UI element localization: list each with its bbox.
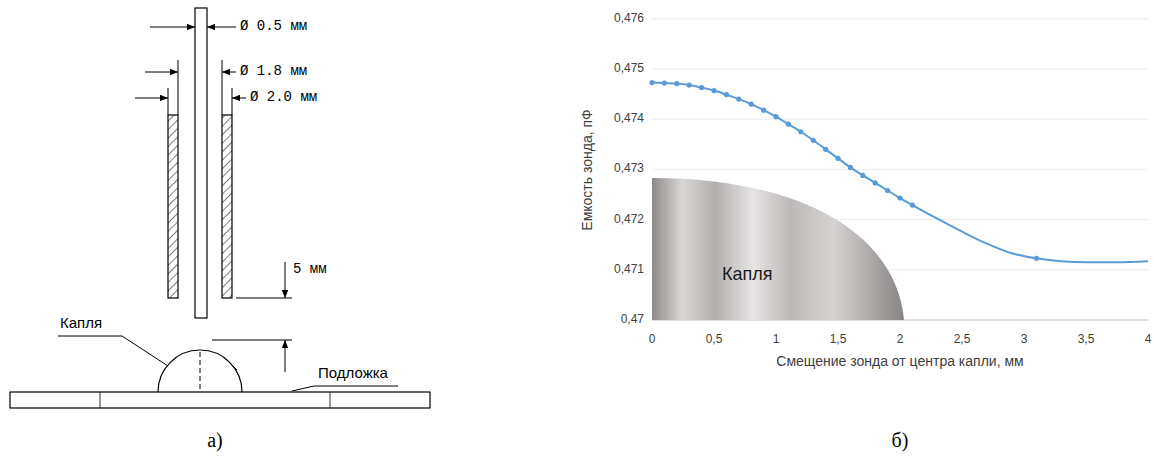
- leader-line: [292, 386, 398, 391]
- leader-line: [58, 336, 168, 366]
- grid-line: [652, 18, 1148, 19]
- droplet-shape: Капля: [652, 178, 904, 320]
- data-marker: [711, 88, 716, 93]
- data-marker: [699, 85, 704, 90]
- data-marker: [897, 195, 902, 200]
- data-marker: [798, 129, 803, 134]
- data-marker: [749, 102, 754, 107]
- data-marker: [1034, 256, 1039, 261]
- y-axis-title: Емкость зонда, пФ: [580, 109, 595, 230]
- dimension-label: 5 мм: [293, 262, 327, 277]
- y-tick-label: 0,475: [614, 62, 644, 75]
- dimension-label: Ø 1.8 мм: [240, 64, 307, 79]
- sleeve-wall: [222, 115, 232, 298]
- data-marker: [687, 82, 692, 87]
- data-marker: [761, 108, 766, 113]
- x-tick-label: 2: [897, 333, 904, 346]
- probe-rod: [195, 8, 207, 318]
- tick-mark: [100, 392, 101, 408]
- x-tick-label: 0: [649, 333, 656, 346]
- dimension-label: Ø 0.5 мм: [240, 19, 307, 34]
- figure-caption: а): [207, 429, 223, 451]
- data-marker: [724, 92, 729, 97]
- grid-line: [652, 119, 1148, 120]
- x-tick-label: 1,5: [830, 333, 847, 346]
- y-tick-label: 0,474: [614, 113, 644, 126]
- data-marker: [835, 156, 840, 161]
- y-tick-label: 0,472: [614, 213, 644, 226]
- part-label: Капля: [60, 315, 102, 332]
- tick-mark: [330, 392, 331, 408]
- data-marker: [811, 138, 816, 143]
- data-marker: [885, 188, 890, 193]
- x-tick-label: 3: [1021, 333, 1028, 346]
- data-marker: [848, 165, 853, 170]
- part-label: Подложка: [318, 365, 388, 382]
- x-tick-label: 1: [773, 333, 780, 346]
- grid-line: [652, 69, 1148, 70]
- y-tick-label: 0,476: [614, 12, 644, 25]
- dimension-label: Ø 2.0 мм: [250, 90, 317, 105]
- x-tick-label: 0,5: [706, 333, 723, 346]
- data-marker: [873, 180, 878, 185]
- x-tick-label: 2,5: [954, 333, 971, 346]
- data-marker: [823, 147, 828, 152]
- data-marker: [773, 114, 778, 119]
- x-tick-label: 3,5: [1078, 333, 1095, 346]
- data-marker: [736, 97, 741, 102]
- droplet-outline: [652, 178, 904, 320]
- droplet-label: Капля: [722, 264, 773, 285]
- grid-line: [652, 169, 1148, 170]
- y-tick-label: 0,471: [614, 263, 644, 276]
- data-marker: [649, 80, 654, 85]
- data-marker: [860, 173, 865, 178]
- data-marker: [662, 80, 667, 85]
- data-marker: [910, 202, 915, 207]
- center-line: [200, 352, 201, 392]
- substrate: [10, 392, 430, 408]
- x-tick-label: 4: [1145, 333, 1152, 346]
- tick-mark: [230, 363, 237, 370]
- data-marker: [674, 81, 679, 86]
- droplet: [158, 350, 242, 392]
- data-marker: [786, 122, 791, 127]
- y-tick-label: 0,473: [614, 163, 644, 176]
- droplet-fill: [652, 178, 904, 320]
- y-tick-label: 0,47: [621, 313, 644, 326]
- figure-caption: б): [892, 429, 909, 451]
- x-axis-title: Смещение зонда от центра капли, мм: [776, 354, 1023, 369]
- sleeve-wall: [168, 115, 178, 298]
